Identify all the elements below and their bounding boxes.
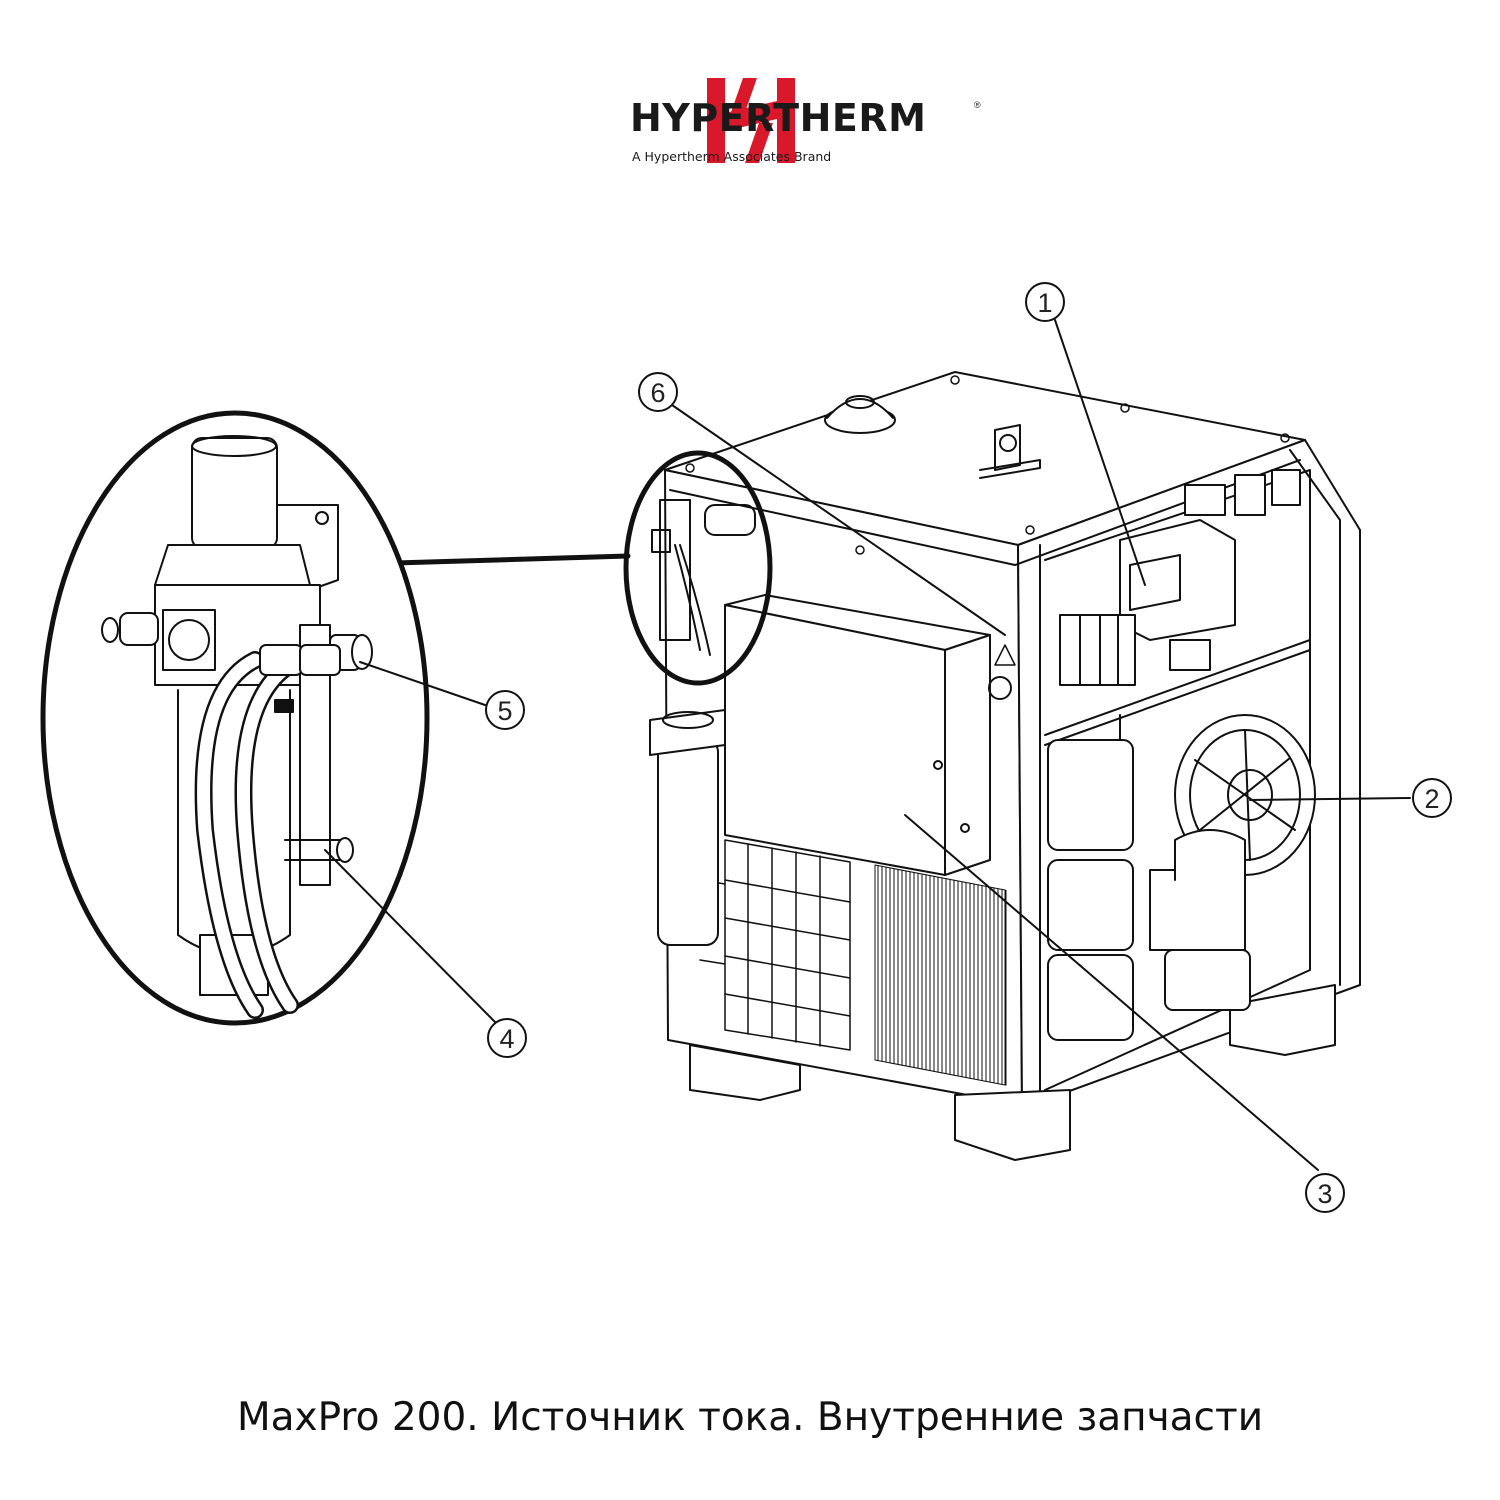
diagram-caption: MaxPro 200. Источник тока. Внутренние за… [236, 1395, 1264, 1440]
terminal-blocks [1184, 469, 1301, 516]
top-cap [824, 395, 896, 434]
inductors [1047, 739, 1251, 1041]
svg-text:4: 4 [499, 1024, 514, 1054]
feet [689, 984, 1336, 1161]
leader-lines [324, 319, 1411, 1171]
air-filter-regulator-small [651, 499, 756, 656]
brand-name: HYPERTHERM [630, 96, 927, 140]
lifting-eye [979, 424, 1041, 479]
callout-2: 2 [1412, 778, 1452, 818]
callout-4: 4 [487, 1018, 527, 1058]
svg-text:5: 5 [497, 696, 512, 726]
air-filter-regulator-detail [101, 435, 373, 1019]
svg-text:1: 1 [1037, 288, 1052, 318]
left-grille [699, 839, 851, 1051]
transformer [1119, 519, 1236, 641]
callout-3: 3 [1305, 1173, 1345, 1213]
contactor [1059, 614, 1136, 686]
brand-tagline: A Hypertherm Associates Brand [632, 149, 832, 164]
hypertherm-logo-icon [707, 78, 795, 163]
svg-text:6: 6 [650, 378, 665, 408]
water-filter [649, 709, 726, 946]
svg-text:2: 2 [1424, 784, 1439, 814]
detail-zoom-ring-small [623, 450, 773, 686]
zoom-connector-line [392, 553, 631, 566]
registered-mark: ® [974, 100, 981, 110]
svg-text:3: 3 [1317, 1179, 1332, 1209]
callout-1: 1 [1025, 282, 1065, 322]
front-cover-panel [724, 594, 991, 876]
callout-5: 5 [485, 690, 525, 730]
callout-6: 6 [638, 372, 678, 412]
